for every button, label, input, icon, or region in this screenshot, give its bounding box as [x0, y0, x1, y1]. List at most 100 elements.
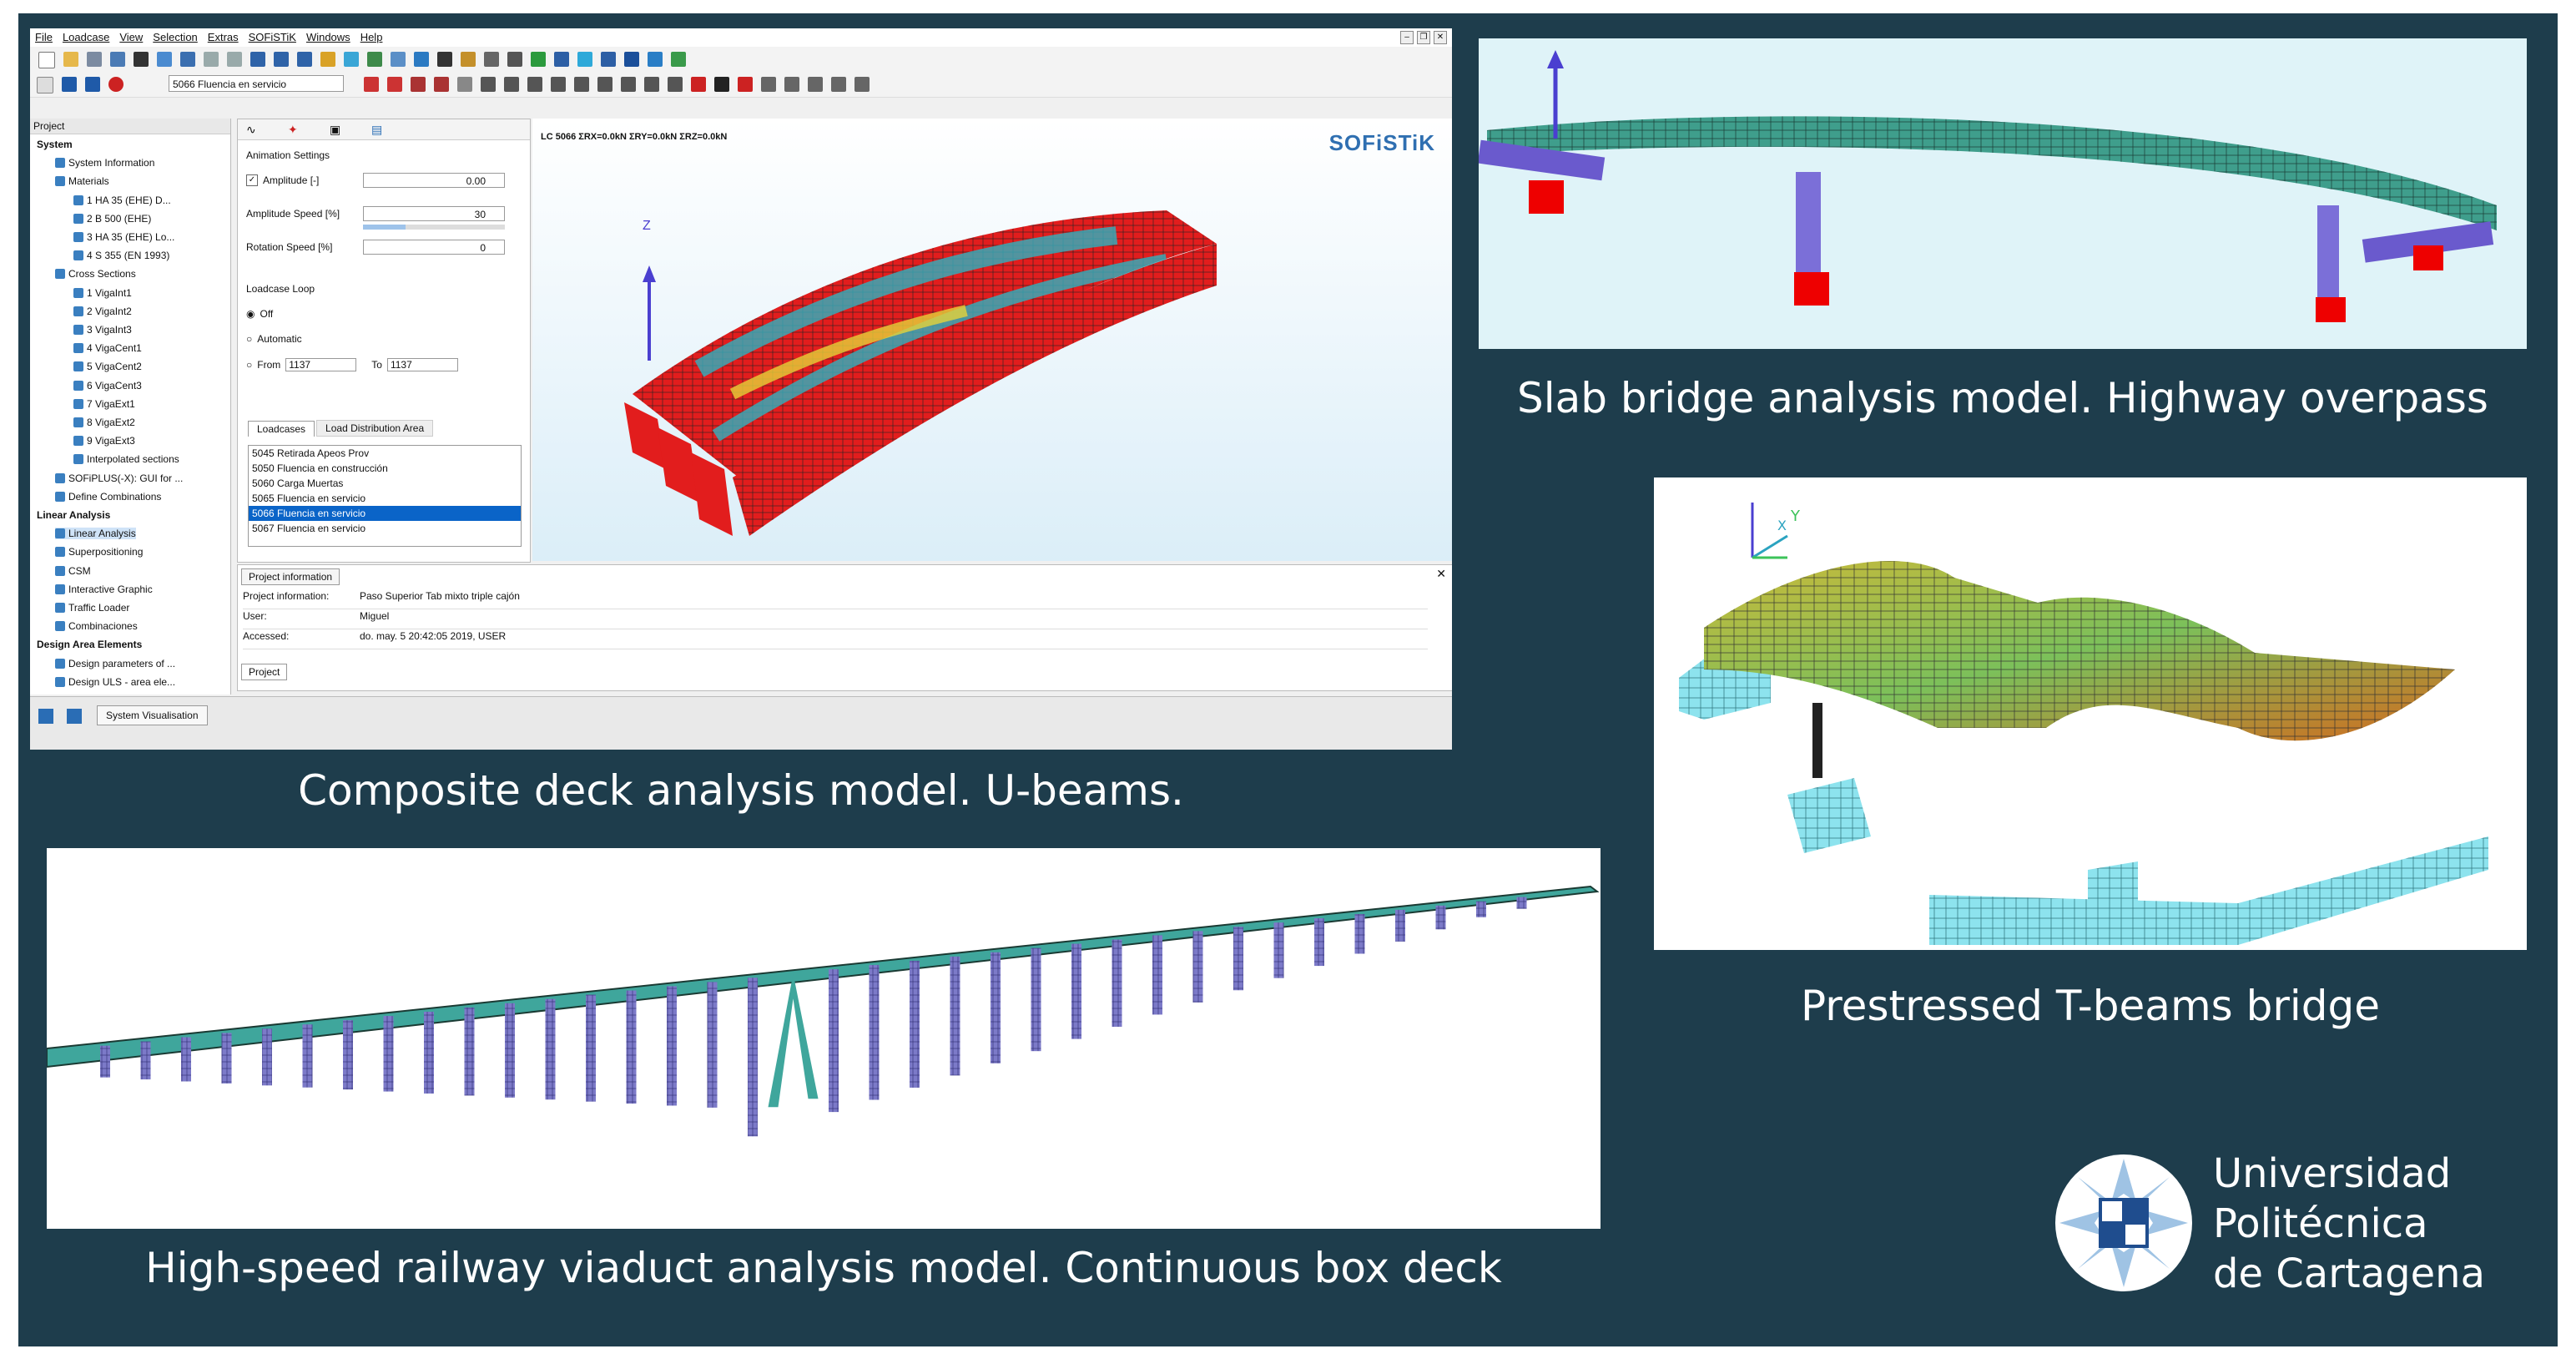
radio-button[interactable]: ◉	[246, 308, 255, 320]
tool-icon[interactable]	[854, 77, 870, 92]
new-file-icon[interactable]	[38, 52, 55, 68]
tree-item[interactable]: Linear Analysis	[55, 528, 136, 540]
tool-icon[interactable]	[504, 77, 519, 92]
tree-item[interactable]: Design Area Elements	[37, 639, 142, 650]
layout-icon[interactable]	[250, 52, 265, 67]
tool-icon[interactable]	[531, 52, 546, 67]
layout-icon[interactable]	[297, 52, 312, 67]
menu-item[interactable]: File	[35, 31, 53, 43]
tool-icon[interactable]	[411, 77, 426, 92]
tool-icon[interactable]	[62, 77, 77, 92]
tree-item[interactable]: SOFiPLUS(-X): GUI for ...	[55, 472, 183, 484]
radio-button[interactable]: ○	[246, 359, 253, 371]
tree-item[interactable]: 6 VigaCent3	[73, 380, 142, 392]
tool-icon[interactable]	[691, 77, 706, 92]
tab-project[interactable]: Project	[241, 664, 288, 680]
tree-item[interactable]: Linear Analysis	[37, 509, 110, 521]
tab-project-information[interactable]: Project information	[241, 568, 340, 585]
tool-icon[interactable]: ▤	[371, 123, 383, 136]
tool-icon[interactable]	[391, 52, 406, 67]
viewport-3d[interactable]: LC 5066 ΣRX=0.0kN ΣRY=0.0kN ΣRZ=0.0kN SO…	[532, 119, 1452, 561]
tree-item[interactable]: System	[37, 139, 73, 150]
tool-icon[interactable]	[527, 77, 542, 92]
zoom-icon[interactable]	[668, 77, 683, 92]
tree-item[interactable]: 7 VigaExt1	[73, 398, 135, 410]
tool-icon[interactable]	[577, 52, 592, 67]
accessed-value[interactable]: do. may. 5 20:42:05 2019, USER	[360, 630, 507, 642]
tool-icon[interactable]	[157, 52, 172, 67]
menu-item[interactable]: View	[119, 31, 144, 43]
tree-item[interactable]: Traffic Loader	[55, 602, 129, 614]
system-visualisation-button[interactable]: System Visualisation	[97, 705, 208, 725]
tree-item[interactable]: Design parameters of ...	[55, 658, 175, 669]
tool-icon[interactable]	[761, 77, 776, 92]
tool-icon[interactable]	[414, 52, 429, 67]
tool-icon[interactable]	[624, 52, 639, 67]
tool-icon[interactable]	[648, 52, 663, 67]
tool-icon[interactable]	[437, 52, 452, 67]
project-info-value[interactable]: Paso Superior Tab mixto triple cajón	[360, 590, 520, 602]
zoom-icon[interactable]	[644, 77, 659, 92]
tab-loadcases[interactable]: Loadcases	[248, 420, 315, 437]
loadcase-item[interactable]: 5065 Fluencia en servicio	[252, 493, 366, 504]
loadcase-item[interactable]: 5050 Fluencia en construcción	[252, 462, 388, 474]
wave-icon[interactable]	[37, 77, 53, 93]
tree-item[interactable]: Combinaciones	[55, 620, 138, 632]
tool-icon[interactable]	[457, 77, 472, 92]
tool-icon[interactable]	[344, 52, 359, 67]
tool-icon[interactable]	[180, 52, 195, 67]
tool-icon[interactable]	[364, 77, 379, 92]
open-folder-icon[interactable]	[63, 52, 78, 67]
tree-item[interactable]: CSM	[55, 565, 91, 577]
terminal-icon[interactable]	[134, 52, 149, 67]
tree-item[interactable]: Interpolated sections	[73, 453, 179, 465]
stop-icon[interactable]	[108, 77, 124, 92]
minimize-icon[interactable]: –	[1400, 31, 1414, 44]
loadcase-item[interactable]: 5045 Retirada Apeos Prov	[252, 447, 370, 459]
tool-icon[interactable]	[714, 77, 729, 92]
loadcase-item[interactable]: 5067 Fluencia en servicio	[252, 523, 366, 534]
info-icon[interactable]	[601, 52, 616, 67]
filter-icon[interactable]	[320, 52, 335, 67]
undo-icon[interactable]	[204, 52, 219, 67]
menu-item[interactable]: Loadcase	[62, 31, 110, 43]
tool-icon[interactable]	[367, 52, 382, 67]
tool-icon[interactable]	[574, 77, 589, 92]
menu-item[interactable]: Selection	[153, 31, 198, 43]
tool-icon[interactable]	[85, 77, 100, 92]
close-icon[interactable]: ✕	[1436, 567, 1446, 580]
tree-item[interactable]: Interactive Graphic	[55, 584, 153, 595]
wave-icon[interactable]: ∿	[246, 123, 256, 136]
tree-item[interactable]: 3 HA 35 (EHE) Lo...	[73, 231, 174, 243]
to-select[interactable]: 1137	[386, 358, 458, 371]
tool-icon[interactable]: ✦	[288, 123, 298, 136]
restore-icon[interactable]: ❐	[1417, 31, 1430, 44]
tree-item[interactable]: Define Combinations	[55, 491, 161, 503]
tool-icon[interactable]	[434, 77, 449, 92]
tool-icon[interactable]	[461, 52, 476, 67]
amplitude-speed-field[interactable]: 30	[363, 206, 505, 221]
layout-icon[interactable]	[274, 52, 289, 67]
tree-item[interactable]: 1 VigaInt1	[73, 287, 132, 299]
tool-icon[interactable]: ▣	[330, 123, 341, 136]
tool-icon[interactable]	[831, 77, 846, 92]
menu-item[interactable]: Help	[360, 31, 383, 43]
rotation-speed-field[interactable]: 0	[363, 240, 505, 255]
tool-icon[interactable]	[507, 52, 522, 67]
tool-icon[interactable]	[387, 77, 402, 92]
checkbox[interactable]: ✓	[246, 174, 258, 186]
tree-item[interactable]: 2 VigaInt2	[73, 306, 132, 317]
tree-item[interactable]: 3 VigaInt3	[73, 324, 132, 336]
zoom-icon[interactable]	[621, 77, 636, 92]
close-icon[interactable]: ✕	[1434, 31, 1447, 44]
tree-item[interactable]: Materials	[55, 175, 109, 187]
tool-icon[interactable]	[597, 77, 612, 92]
tree-item[interactable]: Cross Sections	[55, 268, 136, 280]
tree-item[interactable]: 2 B 500 (EHE)	[73, 213, 151, 225]
tool-icon[interactable]	[67, 709, 82, 724]
tool-icon[interactable]	[551, 77, 566, 92]
tool-icon[interactable]	[738, 77, 753, 92]
loadcase-item[interactable]: 5066 Fluencia en servicio	[249, 506, 521, 521]
tree-item[interactable]: 9 VigaExt3	[73, 435, 135, 447]
menu-item[interactable]: SOFiSTiK	[248, 31, 296, 43]
